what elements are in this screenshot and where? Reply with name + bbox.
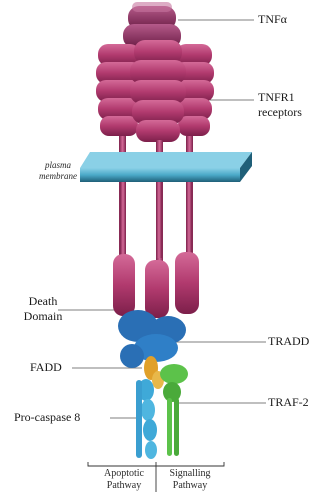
label-apoptotic-line2: Pathway	[94, 480, 154, 492]
label-tradd: TRADD	[268, 334, 309, 349]
label-death-line2: Domain	[22, 309, 64, 324]
label-signalling-line2: Pathway	[158, 480, 222, 492]
label-membrane-line2: membrane	[28, 171, 88, 182]
label-fadd: FADD	[30, 360, 62, 375]
label-death-domain: Death Domain	[22, 294, 64, 324]
procaspase8-chain	[136, 379, 157, 459]
label-tnfr1-line2: receptors	[258, 105, 302, 120]
label-membrane-line1: plasma	[28, 160, 88, 171]
label-procaspase8: Pro-caspase 8	[14, 410, 80, 425]
label-apoptotic-pathway: Apoptotic Pathway	[94, 468, 154, 492]
traf2-protein	[160, 364, 188, 456]
intracellular-stalks	[120, 182, 192, 258]
death-domains	[113, 252, 199, 318]
label-death-line1: Death	[22, 294, 64, 309]
tnfr1-receptors	[96, 40, 214, 142]
label-tnfr1-line1: TNFR1	[258, 90, 302, 105]
plasma-membrane	[80, 152, 252, 182]
label-signalling-pathway: Signalling Pathway	[158, 468, 222, 492]
label-traf2: TRAF-2	[268, 395, 309, 410]
label-tnfr1: TNFR1 receptors	[258, 90, 302, 120]
label-plasma-membrane: plasma membrane	[28, 160, 88, 182]
label-tnf-alpha: TNFα	[258, 12, 287, 27]
label-signalling-line1: Signalling	[158, 468, 222, 480]
label-apoptotic-line1: Apoptotic	[94, 468, 154, 480]
